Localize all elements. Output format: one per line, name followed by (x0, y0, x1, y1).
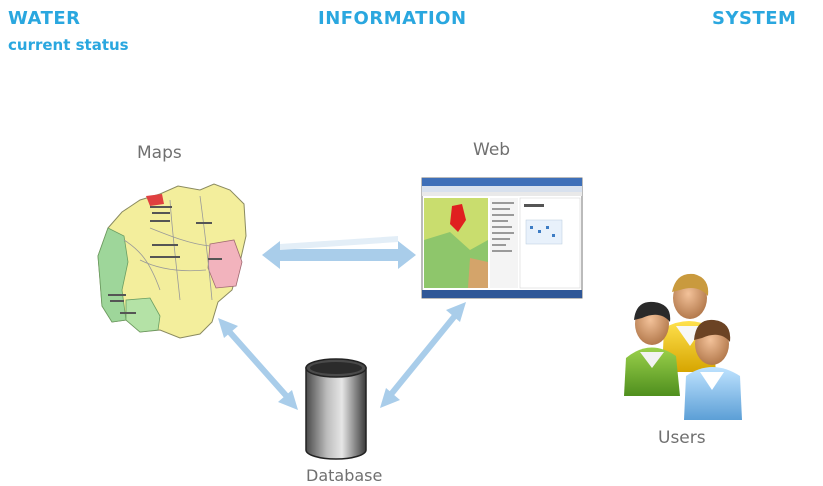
label-users: Users (658, 428, 706, 448)
label-maps: Maps (137, 143, 182, 163)
arrow-maps-database (218, 318, 298, 410)
arrow-web-database (380, 302, 466, 408)
title-information: INFORMATION (318, 8, 467, 29)
subtitle-current-status: current status (8, 36, 129, 54)
title-system: SYSTEM (712, 8, 797, 29)
label-database: Database (306, 466, 383, 485)
arrow-maps-web (262, 236, 416, 269)
map-icon (97, 183, 247, 339)
database-icon (305, 358, 367, 460)
users-icon (624, 273, 742, 420)
web-screenshot-icon (421, 177, 583, 299)
label-web: Web (473, 140, 511, 160)
title-water: WATER (8, 8, 81, 29)
